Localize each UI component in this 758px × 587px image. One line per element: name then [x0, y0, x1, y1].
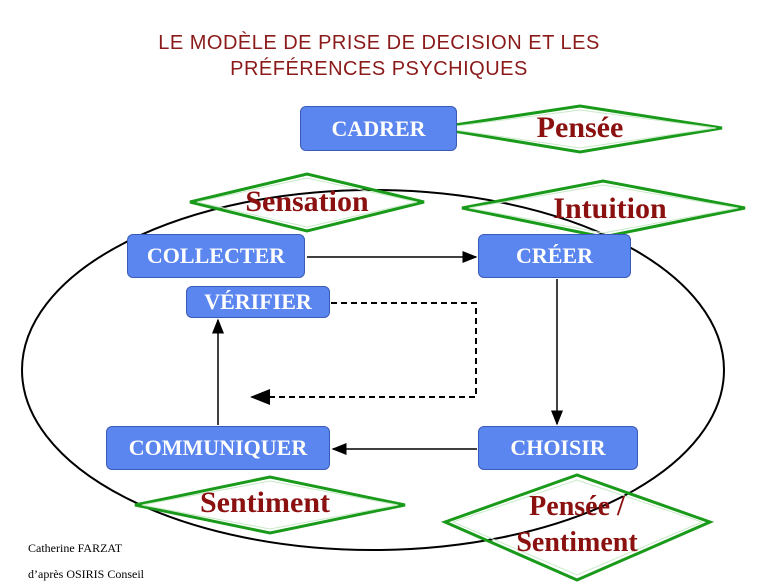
step-verifier: VÉRIFIER	[186, 286, 330, 318]
title-line-2: PRÉFÉRENCES PSYCHIQUES	[230, 58, 528, 80]
diamond-intuition	[461, 179, 746, 239]
diamond-sentiment	[134, 475, 406, 535]
step-creer: CRÉER	[478, 234, 631, 278]
label-pensee: Pensée	[536, 111, 624, 144]
label-pensee-sentiment-2: Sentiment	[516, 527, 638, 558]
label-sensation: Sensation	[245, 185, 369, 218]
title-line-1: LE MODÈLE DE PRISE DE DECISION ET LES	[158, 32, 600, 54]
dashed-feedback-arrow	[250, 302, 477, 405]
step-cadrer: CADRER	[300, 106, 457, 151]
footer-author: Catherine FARZAT	[28, 541, 123, 555]
diamond-pensee	[434, 104, 723, 154]
label-pensee-sentiment-1: Pensée /	[529, 491, 625, 522]
label-intuition: Intuition	[553, 192, 667, 225]
step-communiquer: COMMUNIQUER	[106, 426, 330, 470]
footer-source: d’après OSIRIS Conseil	[28, 567, 144, 581]
diamond-sensation	[189, 172, 425, 233]
diamond-pensee-sentiment	[440, 473, 715, 582]
step-collecter: COLLECTER	[127, 234, 305, 278]
label-sentiment: Sentiment	[200, 486, 330, 519]
step-choisir: CHOISIR	[478, 426, 638, 470]
